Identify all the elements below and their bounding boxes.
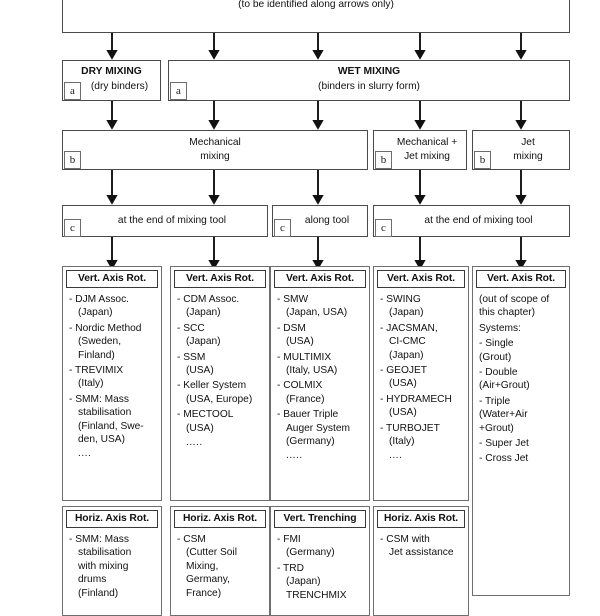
list-item: - TREVIMIX (Italy) (69, 365, 124, 390)
column-1-secondary-header: Horiz. Axis Rot. (66, 510, 158, 528)
list-item: - SWING (Japan) (380, 294, 424, 319)
list-item: - FMI (Germany) (277, 534, 335, 559)
column-4-primary[interactable]: Vert. Axis Rot. - SWING (Japan) - JACSMA… (373, 266, 469, 501)
list-item: - TRD (Japan) TRENCHMIX (277, 562, 347, 601)
column-1-secondary-list: - SMM: Mass stabilisation with mixing dr… (66, 528, 158, 600)
column-2-header: Vert. Axis Rot. (174, 270, 266, 288)
column-4-secondary[interactable]: Horiz. Axis Rot. - CSM with Jet assistan… (373, 506, 469, 616)
node-mechanical-mixing-line2: mixing (200, 151, 230, 162)
list-item: - GEOJET (USA) (380, 365, 427, 390)
column-1-secondary[interactable]: Horiz. Axis Rot. - SMM: Mass stabilisati… (62, 506, 162, 616)
tag-a-dry: a (64, 82, 81, 100)
flowchart-diagram: IN SITU SOIL MIXING METHODS (to be ident… (62, 0, 570, 616)
list-item: - SMM: Mass stabilisation with mixing dr… (69, 534, 132, 599)
list-item: - Super Jet (479, 438, 529, 450)
column-2-list: - CDM Assoc. (Japan) - SCC (Japan) - SSM… (174, 288, 266, 448)
column-3-secondary[interactable]: Vert. Trenching - FMI (Germany) - TRD (J… (270, 506, 370, 616)
list-item: - MECTOOL (USA) (177, 409, 234, 434)
list-item: Systems: (479, 322, 521, 334)
tag-b-mechanical: b (64, 151, 81, 169)
node-wet-mixing-sub: (binders in slurry form) (318, 81, 420, 92)
column-4-ellipsis: .... (389, 450, 403, 462)
column-1-ellipsis: .... (78, 448, 92, 460)
list-item: - Single (Grout) (479, 338, 514, 363)
node-end-of-mixing-tool-right[interactable]: at the end of mixing tool (373, 205, 570, 237)
list-item: - JACSMAN, CI-CMC (Japan) (380, 322, 438, 361)
tag-a-wet: a (170, 82, 187, 100)
node-wet-mixing[interactable]: WET MIXING (binders in slurry form) (168, 60, 570, 101)
tag-c-right: c (375, 219, 392, 237)
column-2-secondary-list: - CSM (Cutter Soil Mixing, Germany, Fran… (174, 528, 266, 600)
column-2-primary[interactable]: Vert. Axis Rot. - CDM Assoc. (Japan) - S… (170, 266, 270, 501)
list-item: - Cross Jet (479, 453, 529, 465)
column-3-secondary-header: Vert. Trenching (274, 510, 366, 528)
column-3-ellipsis: ..... (286, 450, 303, 462)
list-item: - SMM: Mass stabilisation (Finland, Swe-… (69, 393, 144, 446)
column-4-header: Vert. Axis Rot. (377, 270, 465, 288)
node-mechanical-jet-line1: Mechanical + (396, 137, 458, 148)
list-item: - Triple (Water+Air +Grout) (479, 395, 528, 434)
node-mechanical-mixing-line1: Mechanical (189, 137, 241, 148)
column-2-ellipsis: ..... (186, 437, 203, 449)
tag-c-left: c (64, 219, 81, 237)
node-c3-label: at the end of mixing tool (424, 215, 533, 226)
title-box: IN SITU SOIL MIXING METHODS (to be ident… (62, 0, 570, 33)
node-dry-mixing[interactable]: DRY MIXING (dry binders) (62, 60, 161, 101)
node-c2-label: along tool (304, 215, 350, 226)
page-subtitle: (to be identified along arrows only) (238, 0, 394, 10)
list-item: - MULTIMIX (Italy, USA) (277, 351, 338, 377)
node-wet-mixing-title: WET MIXING (337, 66, 401, 77)
column-2-secondary-header: Horiz. Axis Rot. (174, 510, 266, 528)
column-5-list: (out of scope of this chapter) Systems: … (476, 288, 566, 466)
list-item: - CDM Assoc. (Japan) (177, 294, 240, 319)
node-c1-label: at the end of mixing tool (117, 215, 227, 226)
column-5-primary[interactable]: Vert. Axis Rot. (out of scope of this ch… (472, 266, 570, 596)
column-1-header: Vert. Axis Rot. (66, 270, 158, 288)
column-4-secondary-list: - CSM with Jet assistance (377, 528, 465, 560)
list-item: - DSM (USA) (277, 322, 314, 348)
column-5-header: Vert. Axis Rot. (476, 270, 566, 288)
node-dry-mixing-sub: (dry binders) (90, 81, 149, 92)
list-item: - SSM (USA) (177, 351, 214, 377)
list-item: - DJM Assoc. (Japan) (69, 294, 130, 319)
node-mechanical-jet-line2: Jet mixing (404, 151, 450, 162)
list-item: - Bauer Triple Auger System (Germany) (277, 409, 350, 448)
node-mechanical-mixing[interactable]: Mechanical mixing (62, 130, 368, 170)
node-end-of-mixing-tool-left[interactable]: at the end of mixing tool (62, 205, 268, 237)
column-3-list: - SMW (Japan, USA) - DSM (USA) - MULTIMI… (274, 288, 366, 461)
list-item: - Double (Air+Grout) (479, 367, 530, 392)
tag-b-mechanical-jet: b (375, 151, 392, 169)
column-3-header: Vert. Axis Rot. (274, 270, 366, 288)
column-2-secondary[interactable]: Horiz. Axis Rot. - CSM (Cutter Soil Mixi… (170, 506, 270, 616)
node-jet-mixing-line1: Jet (521, 137, 535, 148)
list-item: - TURBOJET (Italy) (380, 422, 440, 448)
node-jet-mixing-line2: mixing (513, 151, 543, 162)
list-item: - Keller System (USA, Europe) (177, 380, 253, 405)
list-item: - SMW (Japan, USA) (277, 294, 348, 319)
node-mechanical-jet-mixing[interactable]: Mechanical + Jet mixing (373, 130, 467, 170)
list-item: - COLMIX (France) (277, 380, 325, 405)
tag-c-middle: c (274, 219, 291, 237)
tag-b-jet: b (474, 151, 491, 169)
column-4-secondary-header: Horiz. Axis Rot. (377, 510, 465, 528)
node-dry-mixing-title: DRY MIXING (81, 66, 142, 77)
list-item: - CSM (Cutter Soil Mixing, Germany, Fran… (177, 534, 237, 599)
column-1-primary[interactable]: Vert. Axis Rot. - DJM Assoc. (Japan) - N… (62, 266, 162, 501)
list-item: (out of scope of this chapter) (479, 294, 550, 319)
column-1-list: - DJM Assoc. (Japan) - Nordic Method (Sw… (66, 288, 158, 459)
list-item: - SCC (Japan) (177, 322, 221, 348)
list-item: - HYDRAMECH (USA) (380, 393, 452, 419)
column-3-secondary-list: - FMI (Germany) - TRD (Japan) TRENCHMIX (274, 528, 366, 602)
list-item: - Nordic Method (Sweden, Finland) (69, 322, 142, 361)
column-4-list: - SWING (Japan) - JACSMAN, CI-CMC (Japan… (377, 288, 465, 461)
column-3-primary[interactable]: Vert. Axis Rot. - SMW (Japan, USA) - DSM… (270, 266, 370, 501)
list-item: - CSM with Jet assistance (380, 534, 454, 559)
